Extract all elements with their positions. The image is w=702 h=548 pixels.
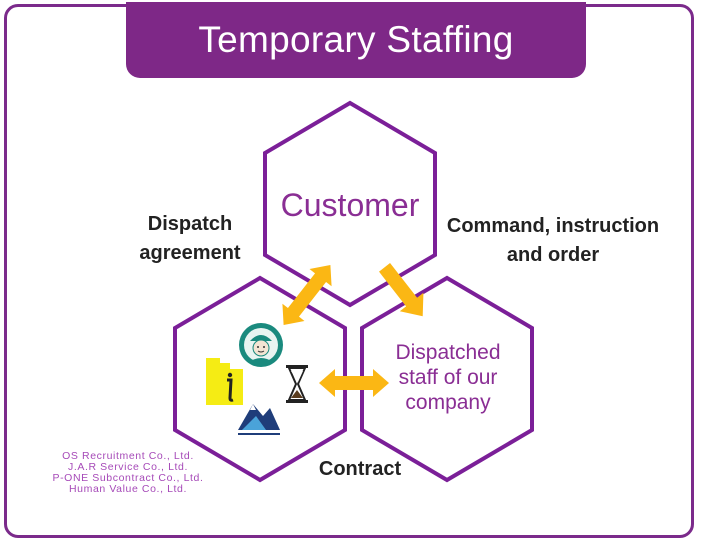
mountain-logo (238, 404, 280, 435)
command-label: Command, instruction and order (440, 212, 666, 270)
staff-label-line: Dispatched (395, 341, 501, 364)
customer-hexagon (263, 100, 437, 308)
customer-label-text: Customer (280, 187, 420, 223)
dispatch-agreement-line: Dispatch (147, 213, 233, 235)
company-name: Human Value Co., Ltd. (68, 483, 188, 495)
company-name: J.A.R Service Co., Ltd. (67, 461, 188, 473)
command-arrow (379, 263, 424, 317)
diagram-title: Temporary Staffing (198, 19, 514, 60)
customer-node-label: Customer (265, 187, 435, 224)
yellow-i-logo (206, 358, 243, 405)
company-group-hexagon (173, 275, 347, 483)
staff-hexagon (360, 275, 534, 483)
dispatch-agreement-label: Dispatch agreement (125, 210, 255, 268)
command-line: and order (506, 244, 600, 266)
contract-label: Contract (305, 455, 415, 484)
avatar-logo (239, 323, 283, 367)
dispatch-agreement-line: agreement (139, 242, 241, 264)
company-name: OS Recruitment Co., Ltd. (62, 450, 194, 462)
staff-node-label: Dispatched staff of our company (378, 340, 518, 415)
dispatch-agreement-arrow (282, 265, 332, 325)
hourglass-logo (286, 365, 308, 403)
contract-label-text: Contract (318, 458, 402, 480)
staff-label-line: staff of our (398, 366, 498, 389)
title-banner: Temporary Staffing (126, 2, 586, 78)
contract-arrow (319, 369, 389, 397)
company-name: P-ONE Subcontract Co., Ltd. (52, 472, 204, 484)
staff-label-line: company (405, 391, 491, 414)
command-line: Command, instruction (446, 215, 660, 237)
company-list: OS Recruitment Co., Ltd. J.A.R Service C… (28, 451, 228, 495)
